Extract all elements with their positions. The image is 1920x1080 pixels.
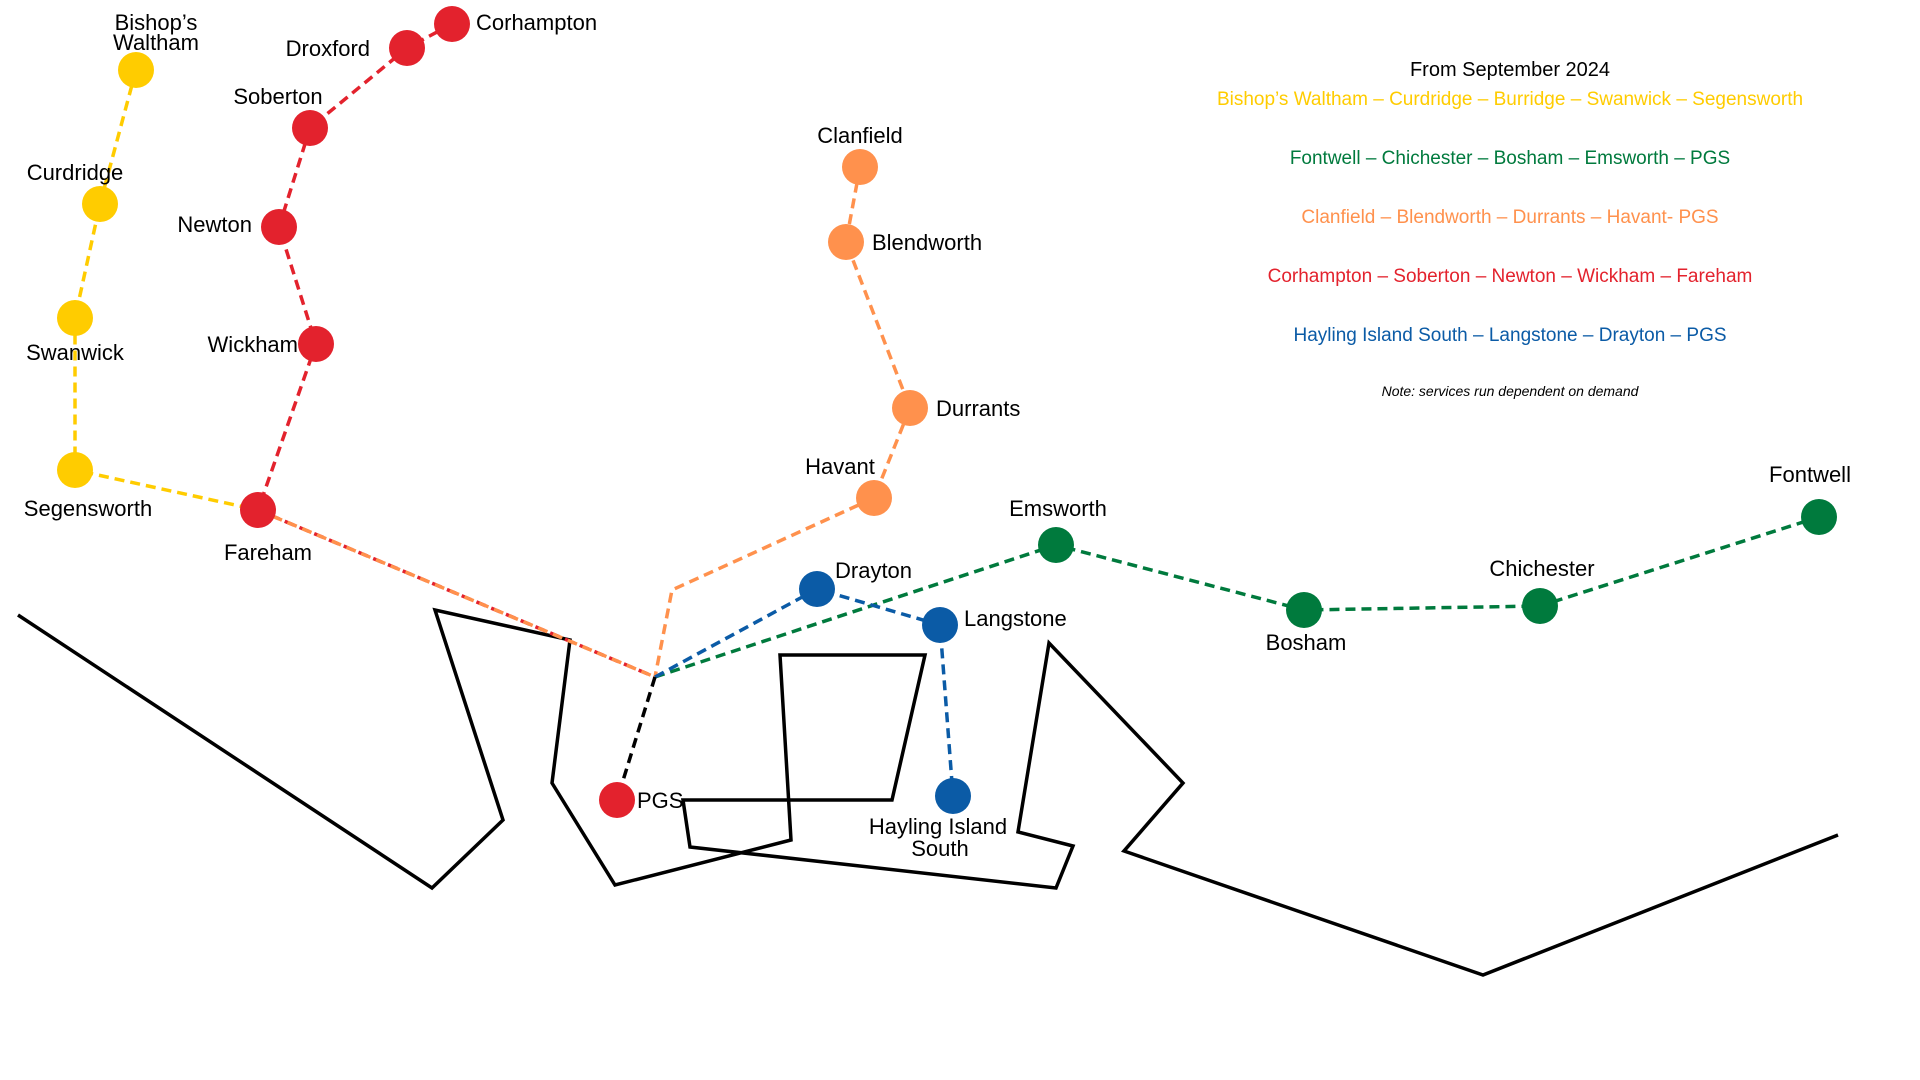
station-dot-fontwell[interactable] [1801,499,1837,535]
legend-route-yellow: Bishop’s Waltham – Curdridge – Burridge … [1217,89,1803,110]
station-dot-emsworth[interactable] [1038,527,1074,563]
station-dot-clanfield[interactable] [842,149,878,185]
station-label-segensworth: Segensworth [24,496,152,521]
legend: From September 2024 Bishop’s Waltham – C… [1217,59,1803,399]
station-dot-havant[interactable] [856,480,892,516]
station-dot-durrants[interactable] [892,390,928,426]
station-label-emsworth: Emsworth [1009,496,1107,521]
station-dot-wickham[interactable] [298,326,334,362]
station-label-langstone: Langstone [964,606,1067,631]
station-label-hayling-island-south-line2: South [911,836,969,861]
coastline-west [17,607,1839,977]
route-line-blue [654,587,955,797]
station-dot-droxford[interactable] [389,30,425,66]
legend-title: From September 2024 [1410,59,1610,81]
station-label-fontwell: Fontwell [1769,462,1851,487]
station-dot-segensworth[interactable] [57,452,93,488]
station-label-clanfield: Clanfield [817,123,903,148]
station-dot-swanwick[interactable] [57,300,93,336]
station-label-droxford: Droxford [286,36,370,61]
legend-route-green: Fontwell – Chichester – Bosham – Emswort… [1290,148,1730,169]
station-dot-bosham[interactable] [1286,592,1322,628]
route-line-yellow [73,69,259,512]
station-label-bishops-waltham-line1: Bishop’s [115,10,198,35]
station-dot-chichester[interactable] [1522,588,1558,624]
station-dot-corhampton[interactable] [434,6,470,42]
station-dot-fareham[interactable] [240,492,276,528]
route-line-orange-red-overlay [257,508,656,679]
station-label-hayling-island-south-line1: Hayling Island [869,814,1007,839]
station-dot-blendworth[interactable] [828,224,864,260]
station-label-drayton: Drayton [835,558,912,583]
legend-route-blue: Hayling Island South – Langstone – Drayt… [1293,325,1726,346]
station-dot-drayton[interactable] [799,571,835,607]
station-label-durrants: Durrants [936,396,1020,421]
station-label-pgs: PGS [637,788,683,813]
route-line-pgs-connector [615,676,657,801]
legend-route-red: Corhampton – Soberton – Newton – Wickham… [1268,266,1753,287]
station-label-newton: Newton [177,212,252,237]
station-dot-langstone[interactable] [922,607,958,643]
station-label-wickham: Wickham [208,332,298,357]
station-label-bishops-waltham-line2: Waltham [113,30,199,55]
station-dot-hayling-island-south[interactable] [935,778,971,814]
station-label-bosham: Bosham [1266,630,1347,655]
station-label-soberton: Soberton [233,84,322,109]
station-dot-pgs[interactable] [599,782,635,818]
station-label-curdridge: Curdridge [27,160,124,185]
station-label-swanwick: Swanwick [26,340,125,365]
station-dot-soberton[interactable] [292,110,328,146]
station-dot-curdridge[interactable] [82,186,118,222]
station-label-blendworth: Blendworth [872,230,982,255]
legend-route-orange: Clanfield – Blendworth – Durrants – Hava… [1301,207,1718,228]
station-label-chichester: Chichester [1489,556,1594,581]
station-dot-bishops-waltham[interactable] [118,52,154,88]
station-label-havant: Havant [805,454,875,479]
station-label-fareham: Fareham [224,540,312,565]
station-label-corhampton: Corhampton [476,10,597,35]
station-dot-newton[interactable] [261,209,297,245]
legend-note: Note: services run dependent on demand [1382,383,1640,399]
